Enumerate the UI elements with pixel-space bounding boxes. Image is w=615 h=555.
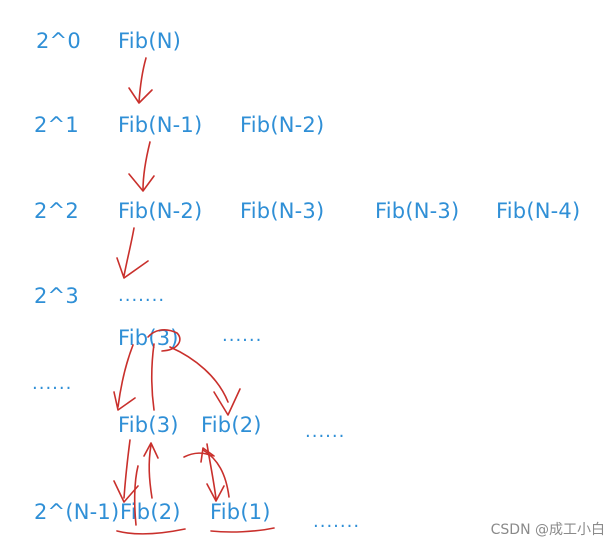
level-label-2-n-1: 2^(N-1) [34, 500, 120, 524]
node-fib-2-upper: Fib(2) [201, 413, 262, 437]
stroke-fib2-return-outer [133, 465, 139, 526]
arrow-fib2-to-fib1 [206, 443, 217, 500]
underline-fib1 [210, 527, 275, 533]
node-fib-3: Fib(3) [118, 413, 179, 437]
underline-fib2 [116, 528, 186, 535]
arrow-n1-to-n2 [142, 141, 151, 191]
node-fib-n-2-second: Fib(N-2) [118, 199, 203, 223]
node-fib-1: Fib(1) [210, 500, 271, 524]
arrowhead-fib3-to-fib2-bottom [113, 480, 139, 503]
stroke-fib2-return [148, 444, 153, 499]
arrowhead-fib2-return [143, 442, 159, 459]
node-fib-n-3-second: Fib(N-3) [375, 199, 460, 223]
stroke-hook-row5 [183, 452, 213, 458]
arrow-fib3-to-fib3 [117, 344, 134, 408]
level-label-2-0: 2^0 [36, 29, 81, 53]
arrow-fibn-to-n1 [138, 57, 147, 103]
node-fib-n-1: Fib(N-1) [118, 113, 203, 137]
node-ellipsis-row3: ....... [118, 285, 166, 306]
arrowhead-fib1-return [200, 447, 215, 463]
arrowhead-n1-to-n2 [128, 173, 155, 192]
arrowhead-n2-to-dots [116, 257, 149, 279]
node-ellipsis-row6: ....... [313, 511, 361, 532]
csdn-watermark: CSDN @成工小白 [490, 522, 605, 538]
node-fib-n-4: Fib(N-4) [496, 199, 581, 223]
arrowhead-fib3-to-fib3 [113, 391, 136, 411]
node-fib-n: Fib(N) [118, 29, 182, 53]
node-ellipsis-row5: ...... [305, 421, 346, 442]
arrowhead-fib3-to-fib2 [213, 388, 241, 416]
level-label-2-1: 2^1 [34, 113, 79, 137]
arrowhead-fibn-to-n1 [128, 87, 153, 104]
node-fib-2: Fib(2) [120, 500, 181, 524]
arrow-fib3-to-fib2-bottom [123, 439, 131, 499]
level-label-2-2: 2^2 [34, 199, 79, 223]
arrowhead-fib2-to-fib1 [206, 483, 225, 502]
arrow-fib3-to-fib2 [169, 346, 229, 403]
level-label-ellipsis: ...... [32, 373, 73, 394]
node-fib-n-2: Fib(N-2) [240, 113, 325, 137]
node-fib-n-3: Fib(N-3) [240, 199, 325, 223]
stroke-fib1-return [202, 449, 230, 498]
arrow-n2-to-dots [123, 227, 135, 277]
level-label-2-3: 2^3 [34, 284, 79, 308]
node-ellipsis-row4: ...... [222, 325, 263, 346]
stroke-return-up [150, 343, 155, 411]
